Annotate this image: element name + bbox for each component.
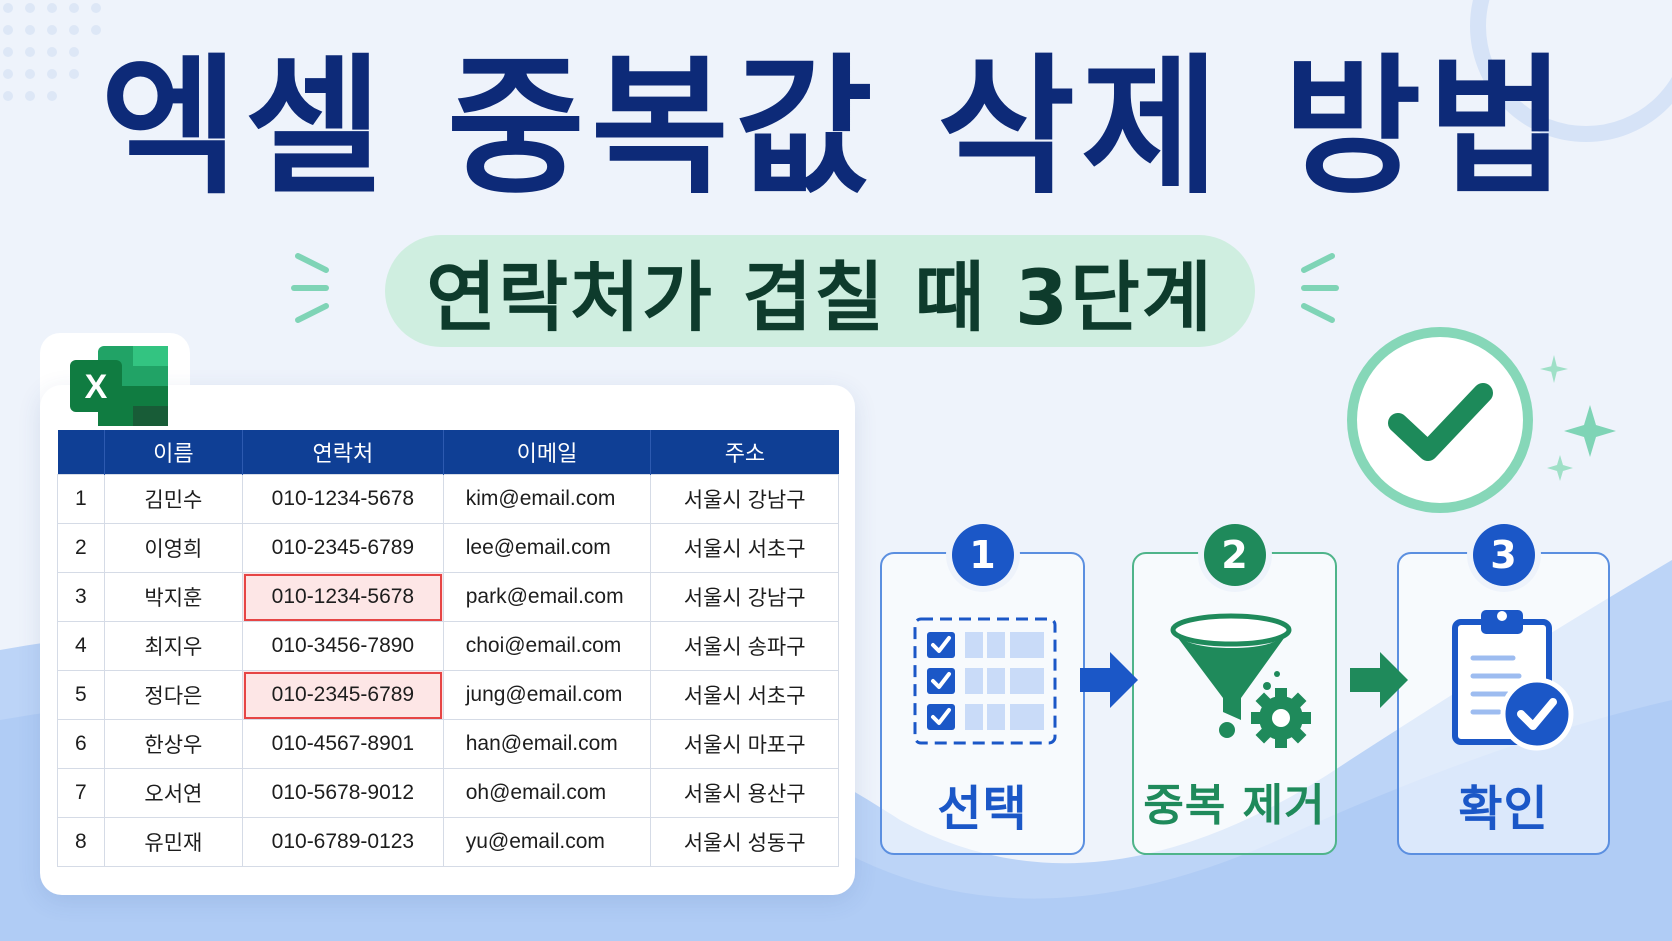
funnel-gear-icon (1170, 613, 1311, 748)
header-cell: 이메일 (443, 430, 652, 475)
svg-text:X: X (85, 368, 108, 406)
address-cell: 서울시 송파구 (650, 621, 839, 671)
address-cell: 서울시 서초구 (650, 523, 839, 573)
subtitle: 연락처가 겹칠 때 3단계 (426, 253, 1214, 342)
phone-cell: 010-6789-0123 (242, 817, 444, 867)
email-cell: choi@email.com (442, 621, 652, 671)
row-number-cell: 5 (57, 670, 105, 720)
sparkle-stars-icon (1540, 355, 1616, 481)
check-circle-icon (1347, 327, 1533, 513)
phone-cell: 010-2345-6789 (242, 523, 444, 573)
header-cell: 연락처 (242, 430, 444, 475)
name-cell: 한상우 (103, 719, 244, 769)
email-cell: jung@email.com (442, 670, 652, 720)
step-label: 확인 (1458, 781, 1549, 837)
email-cell: han@email.com (442, 719, 652, 769)
name-cell: 오서연 (103, 768, 244, 818)
subtitle-pill: 연락처가 겹칠 때 3단계 (385, 235, 1255, 347)
phone-cell: 010-4567-8901 (242, 719, 444, 769)
step-number-badge: 1 (951, 524, 1014, 586)
phone-cell: 010-1234-5678 (242, 474, 444, 524)
phone-cell: 010-2345-6789 (242, 670, 444, 720)
name-cell: 최지우 (103, 621, 244, 671)
row-number-cell: 7 (57, 768, 105, 818)
row-number-cell: 1 (57, 474, 105, 524)
phone-cell: 010-1234-5678 (242, 572, 444, 622)
address-cell: 서울시 강남구 (650, 474, 839, 524)
address-cell: 서울시 서초구 (650, 670, 839, 720)
clipboard-check-icon (1452, 610, 1574, 751)
email-cell: yu@email.com (442, 817, 652, 867)
left-sparkle-lines-icon (291, 253, 329, 323)
phone-cell: 010-5678-9012 (242, 768, 444, 818)
step-card-confirm: 3 확인 (1397, 524, 1610, 855)
arrow-right-icon (1350, 652, 1408, 708)
step-number-badge: 2 (1203, 524, 1266, 586)
name-cell: 정다은 (103, 670, 244, 720)
header-cell: 이름 (104, 430, 244, 475)
name-cell: 이영희 (103, 523, 244, 573)
email-cell: lee@email.com (442, 523, 652, 573)
email-cell: oh@email.com (442, 768, 652, 818)
row-number-cell: 8 (57, 817, 105, 867)
email-cell: park@email.com (442, 572, 652, 622)
step-card-select: 1 선택 (880, 524, 1085, 855)
dots-decoration (3, 3, 101, 101)
step-number-badge: 3 (1472, 524, 1535, 586)
row-number-cell: 4 (57, 621, 105, 671)
row-number-cell: 2 (57, 523, 105, 573)
row-number-cell: 6 (57, 719, 105, 769)
phone-cell: 010-3456-7890 (242, 621, 444, 671)
address-cell: 서울시 마포구 (650, 719, 839, 769)
address-cell: 서울시 성동구 (650, 817, 839, 867)
step-label: 선택 (937, 781, 1028, 837)
address-cell: 서울시 강남구 (650, 572, 839, 622)
step-card-remove-duplicates: 2 중복 제거 (1132, 524, 1337, 855)
name-cell: 유민재 (103, 817, 244, 867)
name-cell: 박지훈 (103, 572, 244, 622)
header-cell (57, 430, 105, 475)
right-sparkle-lines-icon (1301, 253, 1339, 323)
arrow-right-icon (1080, 652, 1138, 708)
email-cell: kim@email.com (442, 474, 652, 524)
table-header-row: 이름 연락처 이메일 주소 (57, 430, 839, 475)
page-title: 엑셀 중복값 삭제 방법 (100, 41, 1572, 215)
address-cell: 서울시 용산구 (650, 768, 839, 818)
row-number-cell: 3 (57, 572, 105, 622)
name-cell: 김민수 (103, 474, 244, 524)
excel-logo-icon: X (70, 346, 168, 426)
header-cell: 주소 (650, 430, 839, 475)
step-label: 중복 제거 (1143, 780, 1326, 831)
table-select-icon (913, 617, 1057, 745)
